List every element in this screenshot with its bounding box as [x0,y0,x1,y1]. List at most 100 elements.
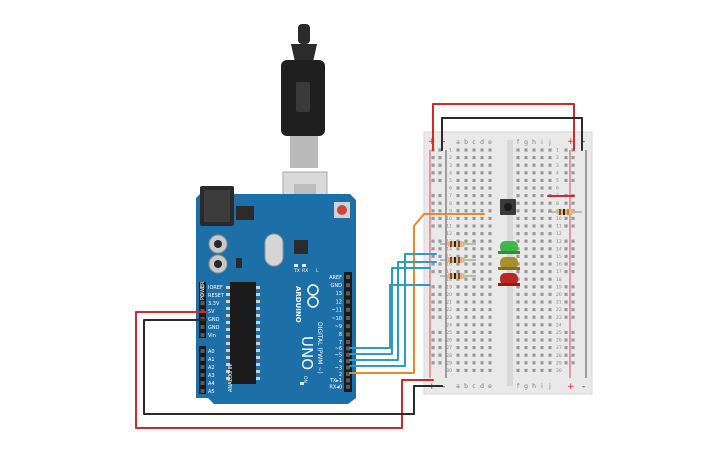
breadboard-hole[interactable] [472,254,476,258]
breadboard-hole[interactable] [532,171,536,175]
breadboard-hole[interactable] [480,270,484,274]
resistor-button[interactable] [548,209,582,215]
rail-hole[interactable] [571,201,575,205]
breadboard-hole[interactable] [464,262,468,266]
breadboard-hole[interactable] [540,254,544,258]
breadboard-hole[interactable] [464,254,468,258]
breadboard-hole[interactable] [480,194,484,198]
header-pin[interactable] [346,378,350,383]
breadboard-hole[interactable] [548,300,552,304]
rail-hole[interactable] [564,292,568,296]
breadboard-hole[interactable] [516,216,520,220]
rail-hole[interactable] [431,353,435,357]
breadboard-hole[interactable] [464,232,468,236]
breadboard-hole[interactable] [548,285,552,289]
breadboard-hole[interactable] [532,178,536,182]
push-button-cap[interactable] [504,203,512,211]
breadboard-hole[interactable] [548,308,552,312]
breadboard-hole[interactable] [488,232,492,236]
breadboard-hole[interactable] [516,209,520,213]
breadboard-hole[interactable] [480,163,484,167]
breadboard-hole[interactable] [548,247,552,251]
breadboard-hole[interactable] [532,330,536,334]
breadboard-hole[interactable] [540,270,544,274]
breadboard-hole[interactable] [480,247,484,251]
breadboard-hole[interactable] [472,285,476,289]
rail-hole[interactable] [564,239,568,243]
rail-hole[interactable] [431,178,435,182]
breadboard-hole[interactable] [524,163,528,167]
breadboard-hole[interactable] [540,148,544,152]
rail-hole[interactable] [438,171,442,175]
breadboard-hole[interactable] [480,368,484,372]
breadboard-hole[interactable] [480,277,484,281]
breadboard-hole[interactable] [516,323,520,327]
rail-hole[interactable] [431,285,435,289]
breadboard-hole[interactable] [472,308,476,312]
breadboard-hole[interactable] [540,361,544,365]
breadboard-hole[interactable] [548,338,552,342]
header-pin[interactable] [200,365,205,369]
breadboard-hole[interactable] [540,292,544,296]
breadboard-hole[interactable] [532,346,536,350]
breadboard-hole[interactable] [472,216,476,220]
rail-hole[interactable] [571,262,575,266]
rail-hole[interactable] [564,148,568,152]
breadboard-hole[interactable] [464,353,468,357]
rail-hole[interactable] [438,270,442,274]
rail-hole[interactable] [438,346,442,350]
rail-hole[interactable] [438,292,442,296]
breadboard-hole[interactable] [472,156,476,160]
header-pin[interactable] [200,349,205,353]
breadboard-hole[interactable] [524,262,528,266]
rail-hole[interactable] [571,292,575,296]
header-pin[interactable] [200,325,205,329]
breadboard-hole[interactable] [480,353,484,357]
breadboard-hole[interactable] [516,338,520,342]
rail-hole[interactable] [438,353,442,357]
breadboard-hole[interactable] [540,201,544,205]
breadboard-hole[interactable] [540,368,544,372]
breadboard-hole[interactable] [524,232,528,236]
breadboard-hole[interactable] [456,178,460,182]
breadboard-hole[interactable] [548,368,552,372]
header-pin[interactable] [200,381,205,385]
breadboard-hole[interactable] [472,209,476,213]
breadboard-hole[interactable] [480,178,484,182]
breadboard-hole[interactable] [540,247,544,251]
rail-hole[interactable] [431,361,435,365]
rail-hole[interactable] [438,216,442,220]
breadboard-hole[interactable] [548,315,552,319]
wires[interactable] [135,103,583,429]
breadboard-hole[interactable] [524,201,528,205]
breadboard-hole[interactable] [540,330,544,334]
breadboard-hole[interactable] [472,194,476,198]
breadboard-hole[interactable] [488,292,492,296]
rail-hole[interactable] [564,171,568,175]
rail-hole[interactable] [438,194,442,198]
breadboard-hole[interactable] [456,308,460,312]
breadboard-hole[interactable] [488,368,492,372]
breadboard-hole[interactable] [524,292,528,296]
breadboard-hole[interactable] [516,239,520,243]
breadboard-hole[interactable] [464,300,468,304]
header-pin[interactable] [200,301,205,305]
resistor-led-2[interactable] [440,257,476,263]
breadboard-hole[interactable] [524,194,528,198]
resistor-led-3[interactable] [440,273,476,279]
breadboard-hole[interactable] [464,209,468,213]
header-pin[interactable] [346,332,350,337]
breadboard-hole[interactable] [488,156,492,160]
rail-hole[interactable] [438,361,442,365]
rail-hole[interactable] [438,247,442,251]
rail-hole[interactable] [438,239,442,243]
breadboard-hole[interactable] [532,361,536,365]
breadboard-hole[interactable] [456,315,460,319]
breadboard-hole[interactable] [540,171,544,175]
breadboard-hole[interactable] [480,330,484,334]
breadboard-hole[interactable] [524,224,528,228]
breadboard-hole[interactable] [548,239,552,243]
breadboard-hole[interactable] [516,270,520,274]
rail-hole[interactable] [564,308,568,312]
breadboard-hole[interactable] [532,232,536,236]
